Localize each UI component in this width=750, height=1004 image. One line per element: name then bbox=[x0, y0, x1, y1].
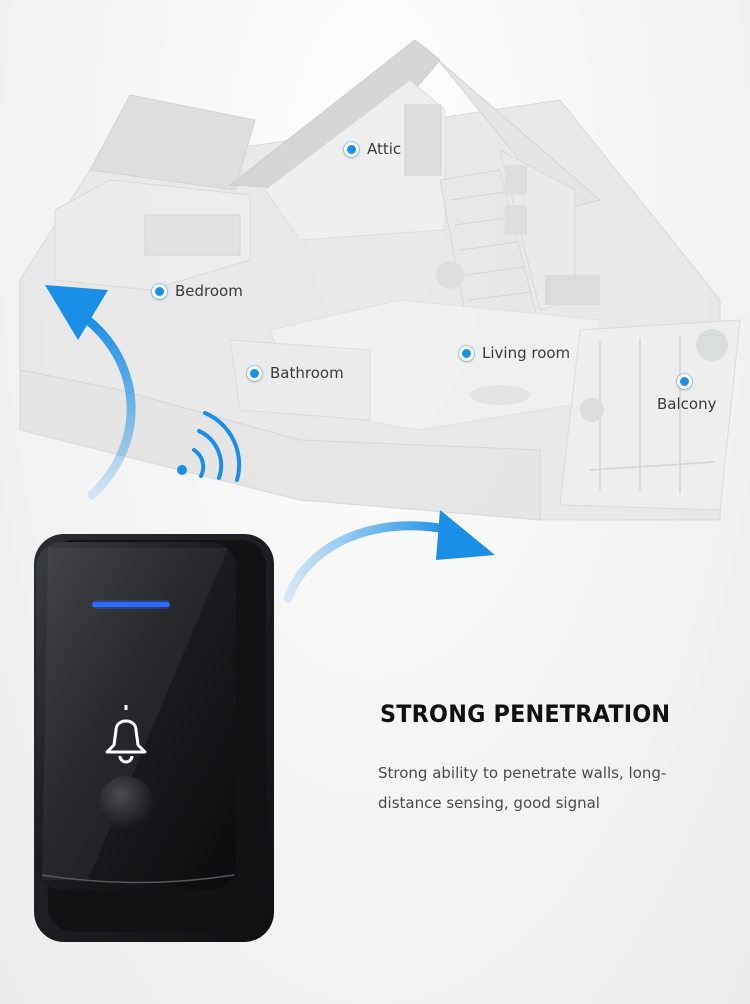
feature-description: Strong ability to penetrate walls, long-… bbox=[378, 764, 667, 812]
bell-icon bbox=[105, 705, 147, 764]
doorbell-button-device bbox=[34, 534, 274, 942]
room-marker-bedroom: Bedroom bbox=[152, 282, 243, 300]
room-marker-living-room: Living room bbox=[459, 344, 570, 362]
room-label-living-room: Living room bbox=[482, 344, 571, 362]
push-button bbox=[99, 776, 153, 830]
room-label-attic: Attic bbox=[367, 140, 402, 158]
location-dot-icon bbox=[152, 283, 167, 299]
room-label-bedroom: Bedroom bbox=[175, 282, 243, 300]
feature-title: STRONG PENETRATION bbox=[380, 700, 671, 728]
location-dot-icon bbox=[677, 374, 692, 389]
room-label-balcony: Balcony bbox=[657, 395, 717, 413]
room-marker-balcony: Balcony bbox=[657, 374, 716, 413]
house-cutaway-illustration bbox=[19, 39, 741, 521]
room-label-bathroom: Bathroom bbox=[270, 364, 344, 382]
room-marker-bathroom: Bathroom bbox=[247, 364, 344, 382]
location-dot-icon bbox=[459, 345, 474, 361]
status-led bbox=[92, 602, 170, 607]
location-dot-icon bbox=[247, 365, 262, 381]
room-marker-attic: Attic bbox=[344, 140, 401, 158]
location-dot-icon bbox=[344, 141, 359, 157]
